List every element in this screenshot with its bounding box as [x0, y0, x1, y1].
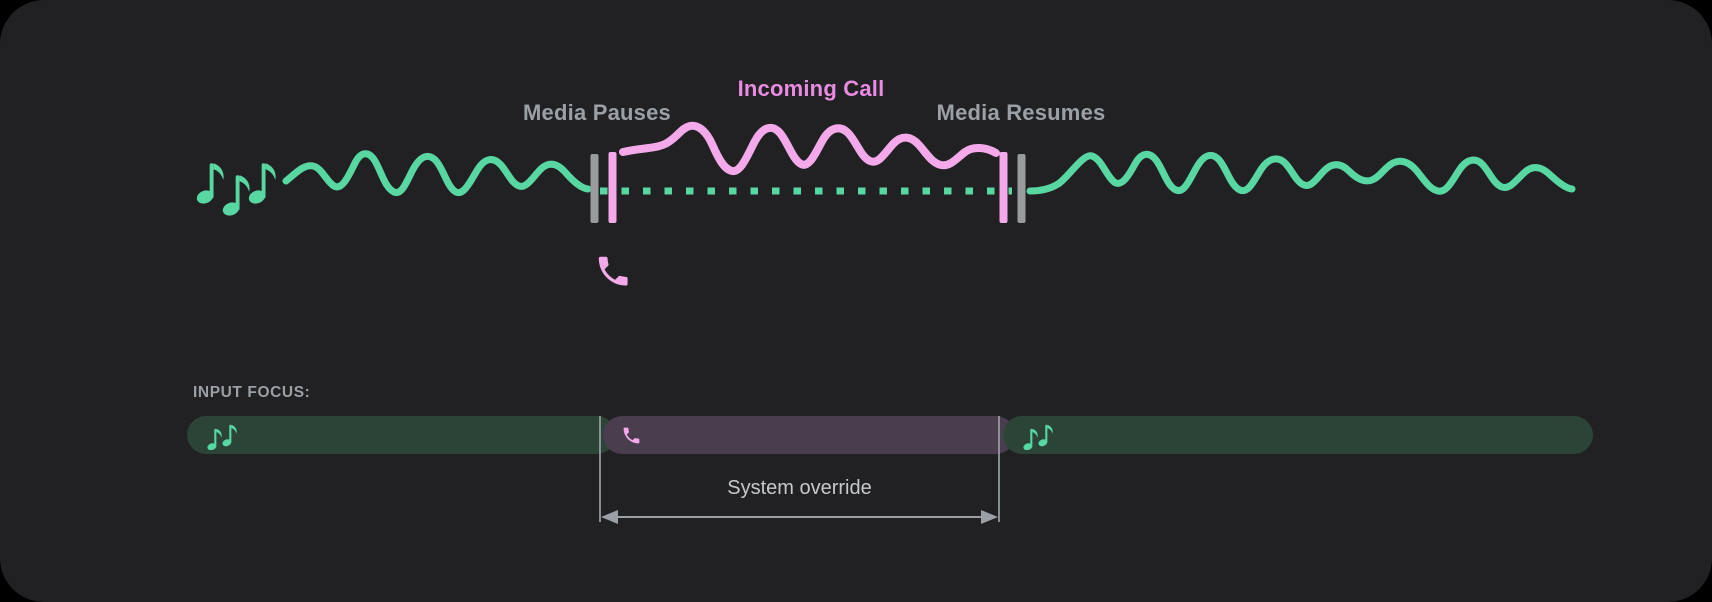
phone-icon	[598, 256, 628, 286]
focus-bar-media-before	[187, 416, 616, 454]
music-notes-icon	[194, 163, 276, 218]
call-waveform	[619, 121, 1000, 175]
override-boundary-left	[599, 416, 601, 522]
media-waveform-after	[1026, 150, 1576, 195]
system-override-label: System override	[727, 477, 872, 499]
focus-bar-media-after	[1003, 416, 1593, 454]
media-resumes-marker	[999, 152, 1026, 223]
media-resumes-label: Media Resumes	[936, 100, 1106, 125]
media-pauses-marker	[590, 152, 617, 223]
input-focus-label: INPUT FOCUS:	[193, 384, 311, 401]
override-boundary-right	[998, 416, 1000, 522]
music-notes-icon	[206, 424, 237, 450]
music-notes-icon	[1022, 424, 1053, 450]
incoming-call-label: Incoming Call	[737, 76, 885, 101]
media-waveform-before	[282, 150, 592, 197]
media-pauses-label: Media Pauses	[523, 100, 671, 125]
system-override-span-arrow	[601, 510, 998, 524]
focus-bar-call	[603, 416, 1015, 454]
phone-icon	[623, 427, 640, 443]
